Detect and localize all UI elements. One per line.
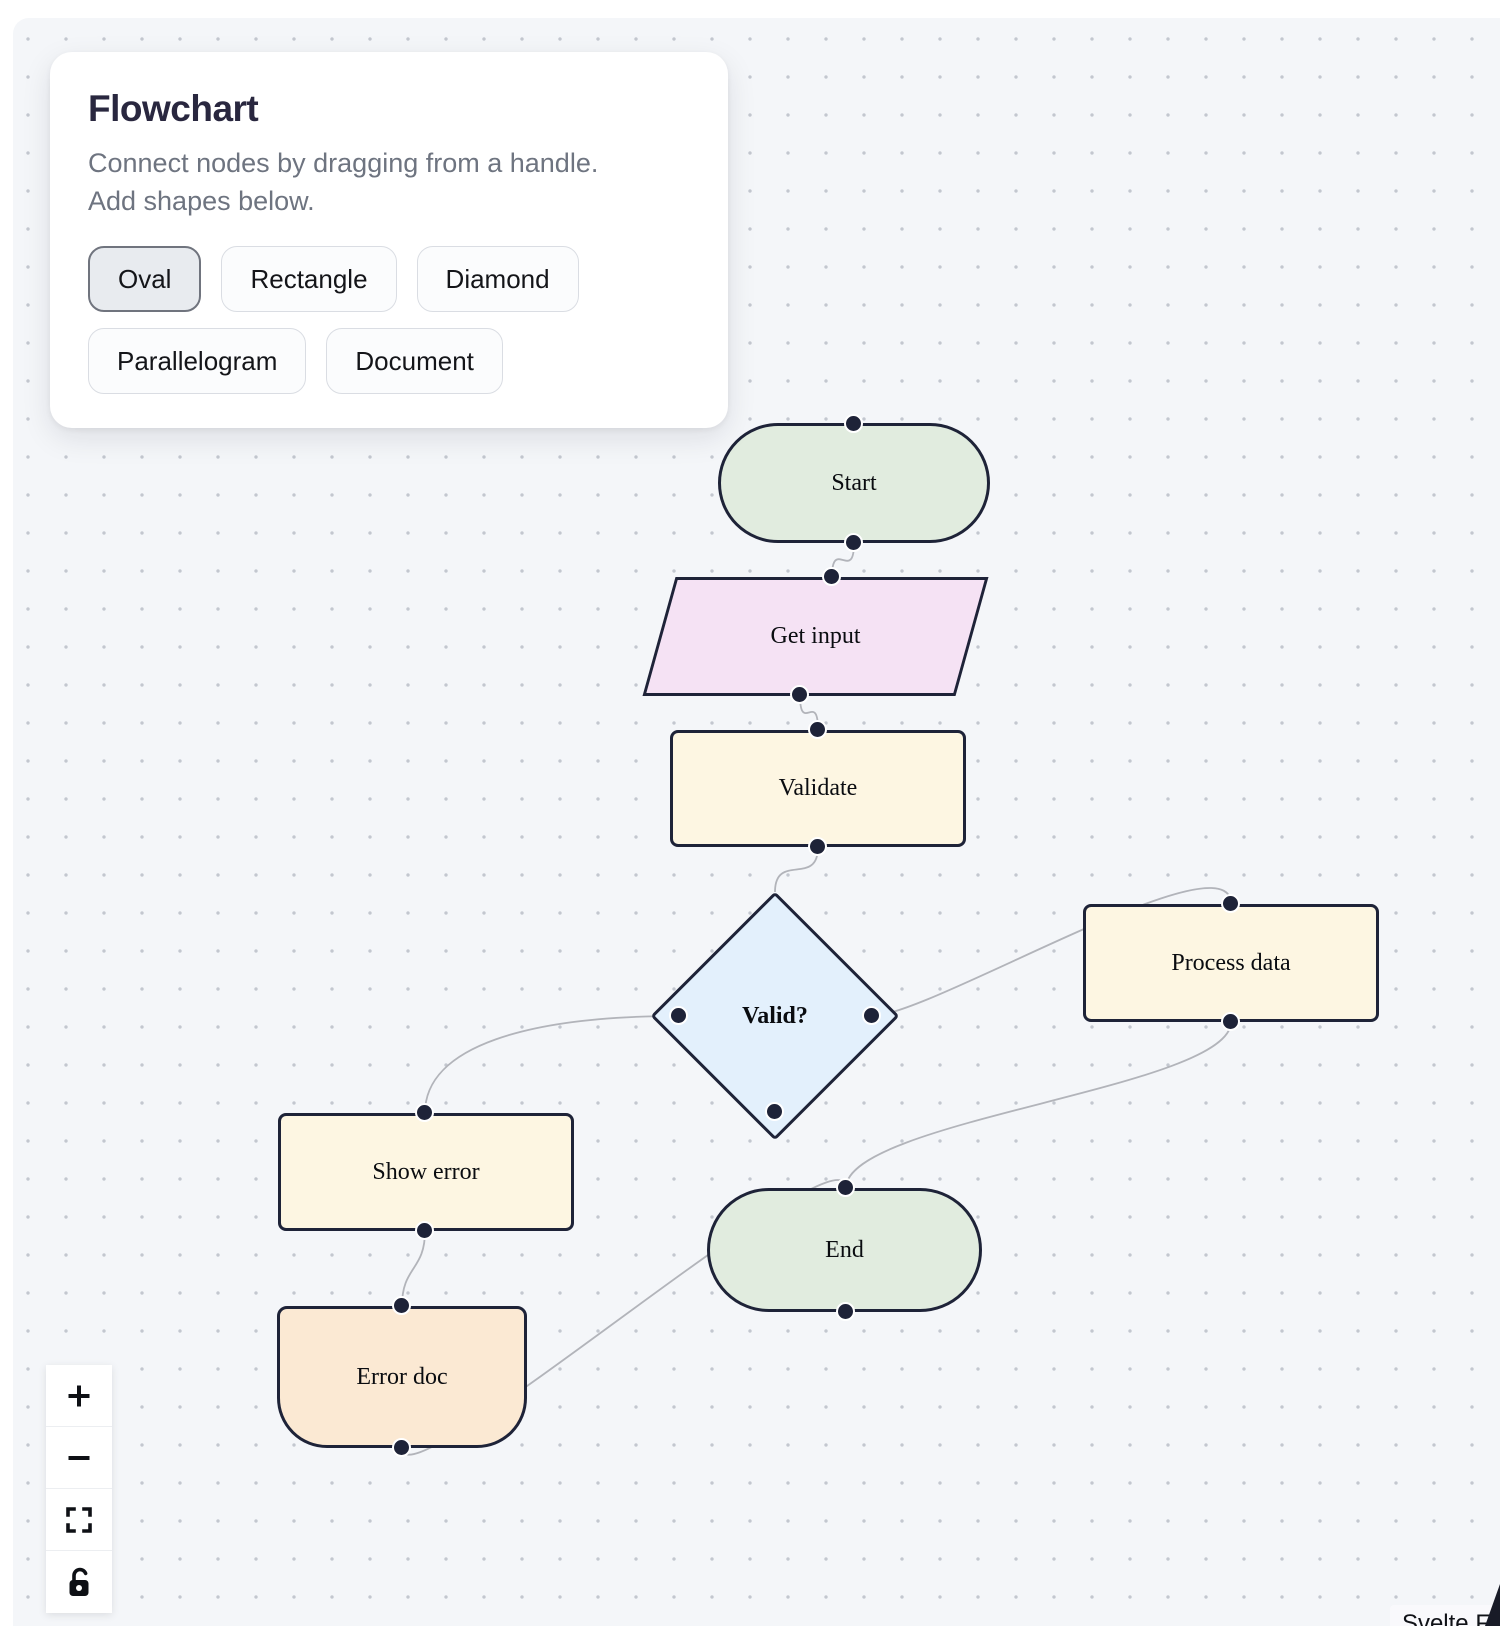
node-get-input[interactable]: Get input <box>642 577 989 696</box>
cursor-arrow <box>1485 1584 1500 1626</box>
node-end-label: End <box>825 1236 864 1263</box>
node-start-label: Start <box>831 469 877 496</box>
edge-processdata-end[interactable] <box>845 1021 1232 1189</box>
node-process-data-label: Process data <box>1171 949 1291 976</box>
handle-get-input-bottom[interactable] <box>790 685 809 704</box>
node-valid[interactable]: Valid? <box>650 891 900 1141</box>
lock-toggle-button[interactable] <box>46 1551 112 1613</box>
node-validate-label: Validate <box>778 775 858 801</box>
plus-icon <box>68 1385 90 1406</box>
handle-start-bottom[interactable] <box>844 533 863 552</box>
node-show-error-label: Show error <box>372 1158 480 1185</box>
fit-view-icon <box>66 1506 92 1533</box>
add-diamond-button[interactable]: Diamond <box>416 246 579 312</box>
node-show-error[interactable]: Show error <box>278 1113 574 1231</box>
node-start[interactable]: Start <box>718 423 990 543</box>
edge-start-getinput[interactable] <box>831 542 855 578</box>
minus-icon <box>68 1455 90 1460</box>
handle-validate-top[interactable] <box>808 720 827 739</box>
toolbar-panel: Flowchart Connect nodes by dragging from… <box>50 52 728 428</box>
add-oval-button[interactable]: Oval <box>88 246 202 312</box>
node-end[interactable]: End <box>707 1188 982 1312</box>
handle-valid-bottom[interactable] <box>765 1102 784 1121</box>
edge-valid-showerror[interactable] <box>424 1015 680 1114</box>
handle-valid-left[interactable] <box>669 1006 688 1025</box>
edge-validate-valid[interactable] <box>774 846 819 893</box>
edge-errordoc-end[interactable] <box>401 1179 847 1456</box>
add-document-button[interactable]: Document <box>326 328 503 394</box>
fit-view-button[interactable] <box>46 1489 112 1551</box>
edge-getinput-validate[interactable] <box>799 694 819 731</box>
node-get-input-label: Get input <box>770 623 861 649</box>
edge-layer <box>401 542 1232 1456</box>
attribution-link[interactable]: Svelte Flow <box>1389 1605 1500 1626</box>
flow-canvas[interactable]: Start Get input Validate Valid? Process … <box>13 18 1500 1626</box>
node-valid-label: Valid? <box>742 1002 808 1029</box>
handle-end-top[interactable] <box>836 1178 855 1197</box>
description-line-2: Add shapes below. <box>88 186 315 216</box>
handle-error-doc-top[interactable] <box>392 1296 411 1315</box>
page-title: Flowchart <box>88 88 259 129</box>
handle-end-bottom[interactable] <box>836 1302 855 1321</box>
handle-show-error-top[interactable] <box>415 1103 434 1122</box>
zoom-in-button[interactable] <box>46 1365 112 1427</box>
handle-start-top[interactable] <box>844 414 863 433</box>
unlock-icon <box>69 1567 89 1596</box>
description-line-1: Connect nodes by dragging from a handle. <box>88 148 599 178</box>
handle-process-data-bottom[interactable] <box>1221 1012 1240 1031</box>
add-rectangle-button[interactable]: Rectangle <box>221 246 397 312</box>
edge-showerror-errordoc[interactable] <box>401 1230 426 1307</box>
handle-valid-right[interactable] <box>862 1006 881 1025</box>
node-validate[interactable]: Validate <box>670 730 966 847</box>
handle-validate-bottom[interactable] <box>808 837 827 856</box>
panel-description: Connect nodes by dragging from a handle.… <box>88 144 690 220</box>
node-error-doc[interactable]: Error doc <box>277 1306 527 1448</box>
canvas-controls <box>46 1365 112 1613</box>
shape-buttons: Oval Rectangle Diamond Parallelogram Doc… <box>88 246 690 394</box>
node-error-doc-label: Error doc <box>356 1363 448 1390</box>
node-process-data[interactable]: Process data <box>1083 904 1379 1022</box>
edge-valid-processdata[interactable] <box>871 887 1232 1017</box>
handle-process-data-top[interactable] <box>1221 894 1240 913</box>
handle-show-error-bottom[interactable] <box>415 1221 434 1240</box>
handle-error-doc-bottom[interactable] <box>392 1438 411 1457</box>
handle-get-input-top[interactable] <box>822 567 841 586</box>
zoom-out-button[interactable] <box>46 1427 112 1489</box>
add-parallelogram-button[interactable]: Parallelogram <box>88 328 307 394</box>
